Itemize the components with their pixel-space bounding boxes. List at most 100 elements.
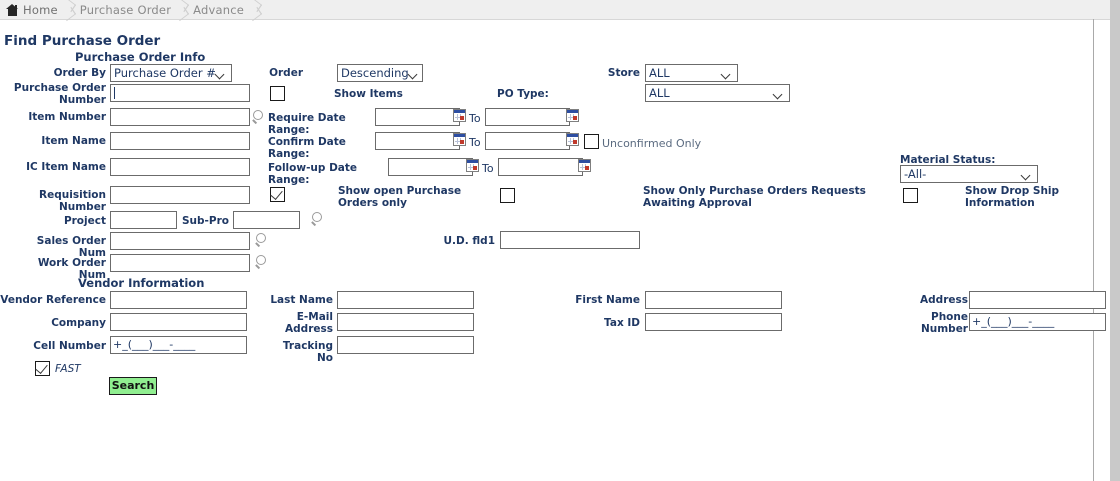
phone-number-input[interactable]: +_(___)___-____: [969, 313, 1106, 331]
last-name-label: Last Name: [270, 294, 333, 306]
email-address-input[interactable]: [337, 313, 474, 331]
vendor-reference-label: Vendor Reference: [0, 294, 106, 306]
order-by-label: Order By: [53, 67, 106, 79]
home-icon[interactable]: [6, 3, 19, 16]
followup-date-to-input[interactable]: [498, 158, 583, 176]
page-title: Find Purchase Order: [4, 33, 161, 49]
panel-divider: [1093, 19, 1094, 481]
item-name-input[interactable]: [110, 132, 250, 150]
search-button[interactable]: Search: [109, 377, 157, 395]
phone-number-label: Phone Number: [920, 311, 968, 335]
section-vendor-information: Vendor Information: [78, 276, 205, 290]
material-status-select[interactable]: -All-: [900, 165, 1038, 183]
work-order-num-label: Work Order Num: [37, 257, 106, 281]
cell-number-input[interactable]: +_(___)___-____: [110, 336, 247, 354]
tracking-no-label: Tracking No: [282, 340, 333, 364]
calendar-icon[interactable]: [578, 159, 591, 172]
followup-date-from-input[interactable]: [388, 158, 473, 176]
breadcrumb-item-advance[interactable]: Advance: [193, 2, 245, 17]
show-items-label: Show Items: [334, 88, 403, 100]
tax-id-input[interactable]: [645, 313, 782, 331]
cell-number-label: Cell Number: [33, 340, 106, 352]
require-date-to-input[interactable]: [485, 108, 570, 126]
material-status-label: Material Status:: [900, 154, 996, 166]
fast-checkbox[interactable]: [35, 361, 50, 376]
last-name-input[interactable]: [337, 291, 474, 309]
show-awaiting-approval-checkbox[interactable]: [903, 188, 918, 203]
item-number-search-icon[interactable]: [252, 110, 265, 124]
breadcrumb-item-purchase-order[interactable]: Purchase Order: [79, 2, 172, 17]
address-input[interactable]: [969, 291, 1106, 309]
first-name-input[interactable]: [645, 291, 782, 309]
chevron-down-icon: [216, 71, 225, 76]
order-select[interactable]: Descending: [337, 64, 423, 82]
tax-id-label: Tax ID: [604, 317, 640, 329]
chevron-right-icon: [249, 0, 263, 19]
sales-order-num-label: Sales Order Num: [36, 235, 106, 259]
chevron-down-icon: [1022, 172, 1031, 177]
order-by-value: Purchase Order #: [114, 66, 216, 80]
sales-order-num-input[interactable]: [110, 232, 250, 250]
unconfirmed-only-checkbox[interactable]: [584, 134, 599, 149]
ud-fld1-input[interactable]: [500, 231, 640, 249]
work-order-search-icon[interactable]: [255, 255, 268, 269]
sub-pro-input[interactable]: [233, 211, 300, 229]
ic-item-name-input[interactable]: [110, 158, 250, 176]
calendar-icon[interactable]: [566, 133, 579, 146]
chevron-right-icon: [176, 0, 190, 19]
fast-label: FAST: [55, 363, 81, 375]
followup-date-range-label: Follow-up Date Range:: [268, 162, 358, 186]
chevron-down-icon: [774, 91, 783, 96]
confirm-date-range-label: Confirm Date Range:: [268, 136, 346, 160]
confirm-date-from-input[interactable]: [375, 132, 460, 150]
breadcrumb-item-home[interactable]: Home: [23, 2, 58, 17]
project-label: Project: [63, 215, 106, 227]
purchase-order-number-input[interactable]: [110, 84, 250, 102]
item-name-label: Item Name: [41, 135, 106, 147]
purchase-order-number-checkbox[interactable]: [270, 86, 285, 101]
calendar-icon[interactable]: [453, 133, 466, 146]
purchase-order-number-label: Purchase Order Number: [13, 82, 106, 106]
sub-pro-label: Sub-Pro: [182, 215, 229, 227]
confirm-date-to-input[interactable]: [485, 132, 570, 150]
requisition-number-label: Requisition Number: [39, 189, 106, 213]
vendor-reference-input[interactable]: [110, 291, 247, 309]
address-label: Address: [920, 294, 968, 306]
chevron-down-icon: [722, 71, 731, 76]
calendar-icon[interactable]: [466, 159, 479, 172]
text-caret: [114, 87, 115, 99]
show-open-purchase-orders-checkbox[interactable]: [500, 188, 515, 203]
require-date-from-input[interactable]: [375, 108, 460, 126]
item-number-input[interactable]: [110, 108, 250, 126]
po-type-select[interactable]: ALL: [645, 84, 790, 102]
company-input[interactable]: [110, 313, 247, 331]
store-value: ALL: [649, 66, 670, 80]
ud-fld1-label: U.D. fld1: [443, 235, 495, 247]
sales-order-search-icon[interactable]: [255, 233, 268, 247]
store-label: Store: [607, 67, 640, 79]
show-drop-ship-label: Show Drop Ship Information: [965, 185, 1060, 209]
project-input[interactable]: [110, 211, 177, 229]
requisition-number-input[interactable]: [110, 186, 250, 204]
ic-item-name-label: IC Item Name: [26, 161, 106, 173]
tracking-no-input[interactable]: [337, 336, 474, 354]
work-order-num-input[interactable]: [110, 254, 250, 272]
first-name-label: First Name: [575, 294, 640, 306]
breadcrumb-bar: Home Purchase Order Advance: [0, 0, 1110, 20]
item-number-label: Item Number: [28, 111, 106, 123]
order-label: Order: [269, 67, 303, 79]
sub-pro-search-icon[interactable]: [311, 212, 324, 226]
require-date-to-label: To: [469, 112, 481, 125]
followup-date-to-label: To: [482, 162, 494, 175]
store-select[interactable]: ALL: [645, 64, 738, 82]
calendar-icon[interactable]: [566, 109, 579, 122]
unconfirmed-only-label: Unconfirmed Only: [602, 137, 702, 150]
order-by-select[interactable]: Purchase Order #: [110, 64, 232, 82]
breadcrumb: Home Purchase Order Advance: [6, 0, 266, 19]
material-status-value: -All-: [904, 167, 927, 181]
requisition-number-checkbox[interactable]: [270, 187, 285, 202]
right-scrollbar-gutter[interactable]: [1110, 0, 1120, 481]
confirm-date-to-label: To: [469, 136, 481, 149]
calendar-icon[interactable]: [453, 109, 466, 122]
